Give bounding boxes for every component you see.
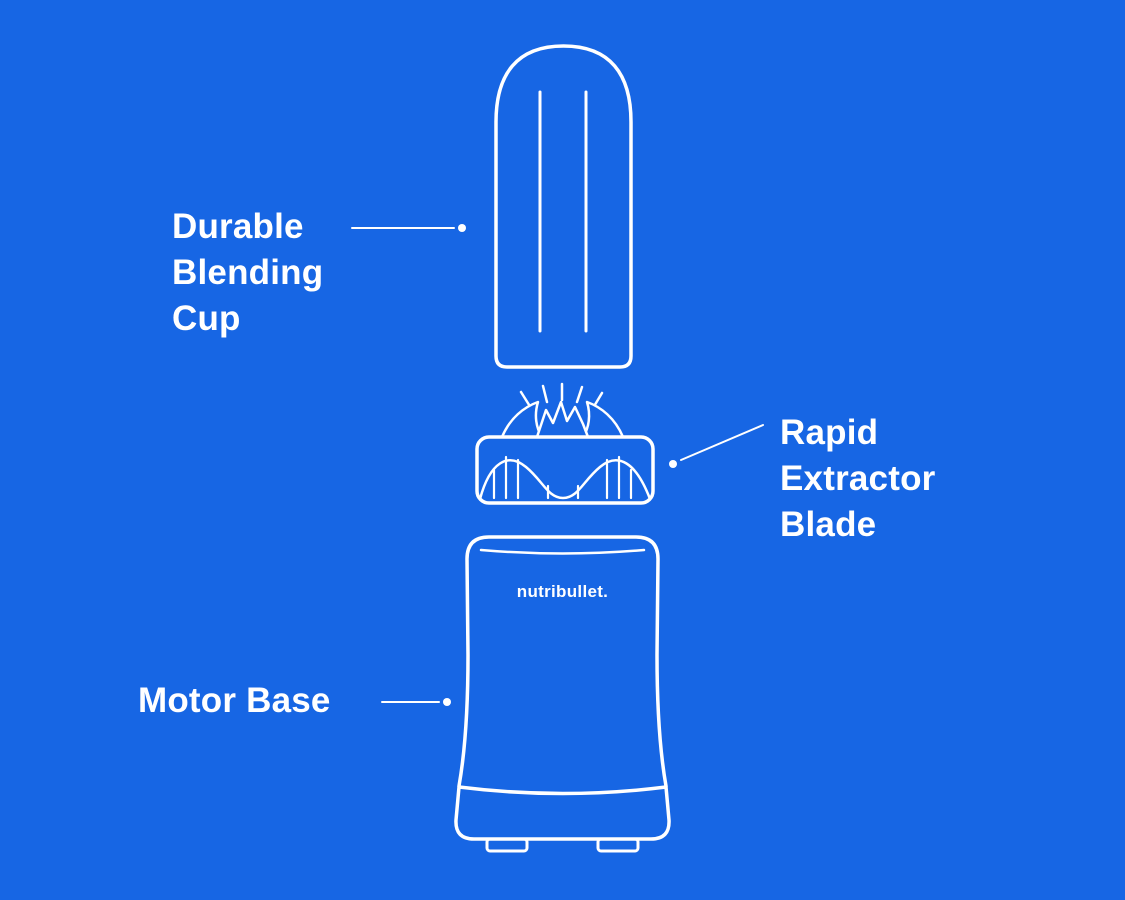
blade-center-teeth	[537, 402, 588, 437]
leader-dot-blade	[669, 460, 677, 468]
leader-lines	[352, 224, 763, 706]
leader-dot-cup	[458, 224, 466, 232]
motor-base-top-seam	[481, 550, 644, 554]
motor-base-foot-plate	[456, 787, 669, 839]
leader-line-blade	[681, 425, 763, 460]
brand-logo: nutribullet.	[516, 582, 609, 601]
blade-right-wing	[583, 402, 623, 437]
blade-left-wing	[502, 402, 542, 437]
extractor-blade-art	[477, 384, 653, 503]
motor-base-foot-right	[598, 839, 638, 851]
motor-base-art	[456, 537, 669, 851]
label-extractor-blade: Rapid Extractor Blade	[780, 413, 936, 544]
blade-thread-hatching	[494, 457, 631, 498]
blending-cup-outline	[496, 46, 631, 367]
blending-cup-art	[496, 46, 631, 367]
motor-base-body	[459, 537, 666, 786]
leader-dot-base	[443, 698, 451, 706]
motor-base-foot-left	[487, 839, 527, 851]
label-motor-base: Motor Base	[138, 681, 331, 720]
blade-body	[477, 437, 653, 503]
label-blending-cup: Durable Blending Cup	[172, 207, 324, 338]
